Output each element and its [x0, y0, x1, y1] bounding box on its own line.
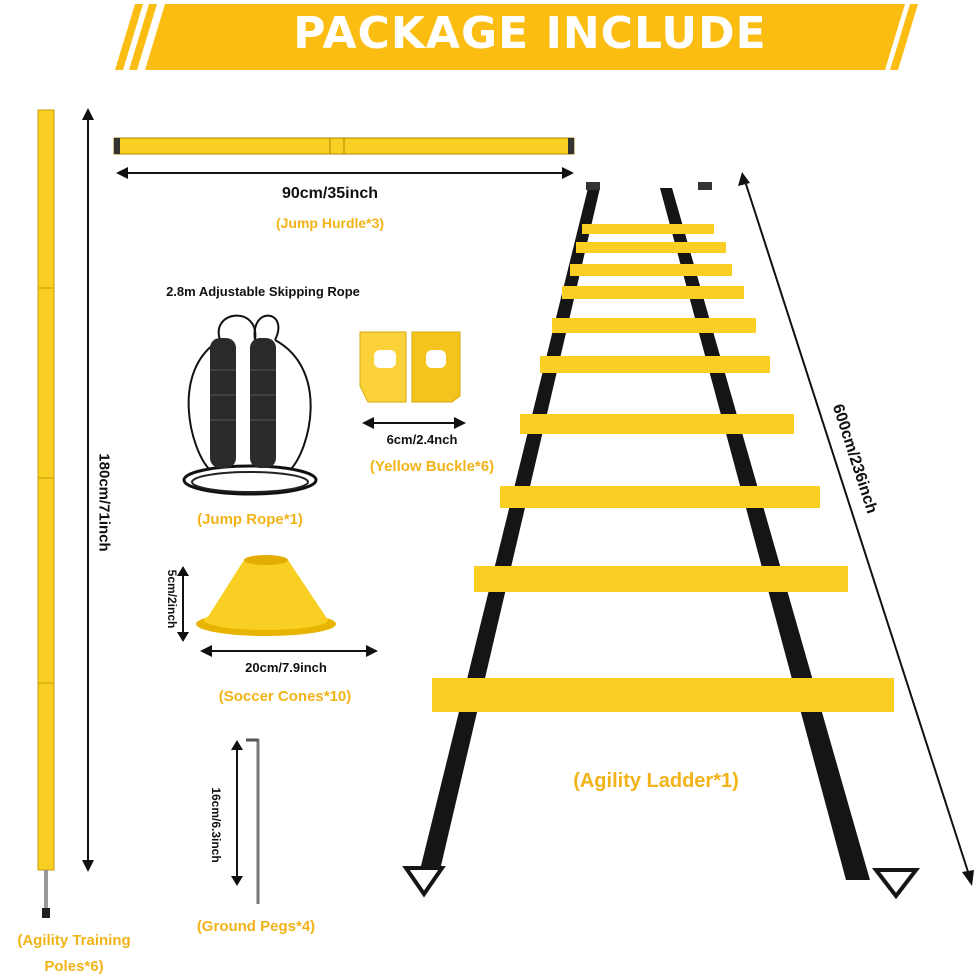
peg-dimension: 16cm/6.3inch: [209, 787, 223, 863]
cone-width-arrow: [200, 645, 378, 657]
rope-title: 2.8m Adjustable Skipping Rope: [166, 284, 360, 299]
pole-label-line1: (Agility Training: [17, 932, 131, 949]
buckle-dimension: 6cm/2.4nch: [386, 432, 458, 447]
banner-stripes: [115, 4, 918, 70]
pole-label-line2: Poles*6): [44, 958, 104, 975]
ground-peg: [246, 738, 260, 904]
ladder-label: (Agility Ladder*1): [573, 770, 739, 792]
rope-label: (Jump Rope*1): [197, 511, 303, 528]
hurdle-dimension-arrow: [116, 167, 574, 179]
cone-height-arrow: [177, 566, 189, 642]
cone-label: (Soccer Cones*10): [218, 688, 352, 705]
header-banner: PACKAGE INCLUDE: [0, 0, 980, 80]
buckle-dimension-arrow: [362, 417, 466, 429]
soccer-cone: [196, 555, 336, 636]
peg-label: (Ground Pegs*4): [196, 918, 316, 935]
jump-rope: [182, 314, 318, 496]
pole-dimension: 180cm/71inch: [95, 453, 113, 552]
agility-pole: [37, 109, 55, 918]
cone-width: 20cm/7.9inch: [245, 660, 327, 675]
pole-dimension-arrow: [82, 108, 94, 872]
hurdle-dimension: 90cm/35inch: [281, 185, 379, 202]
hurdle-label: (Jump Hurdle*3): [275, 215, 385, 231]
ladder-dimension-arrow: [738, 172, 974, 886]
peg-dimension-arrow: [231, 740, 243, 886]
cone-height: 5cm/2inch: [165, 569, 179, 629]
buckle-label: (Yellow Buckle*6): [369, 458, 495, 475]
page-title: PACKAGE INCLUDE: [293, 8, 767, 59]
yellow-buckle: [359, 331, 461, 403]
jump-hurdle: [113, 137, 575, 155]
agility-ladder: [402, 182, 921, 900]
